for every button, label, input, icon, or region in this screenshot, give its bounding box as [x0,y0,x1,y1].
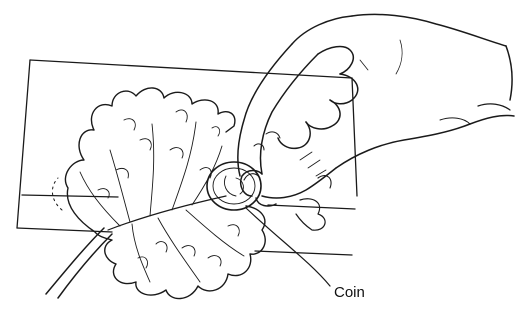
coin [207,162,261,210]
hand [238,14,514,206]
leaf-stem [46,228,104,294]
leaf-outline [65,88,265,299]
leaf-veins [80,110,244,282]
coin-outline [207,162,261,210]
coin-leader-line [246,208,330,286]
coin-label: Coin [334,284,365,301]
leaf-midrib [108,196,226,230]
leaf [46,88,331,299]
